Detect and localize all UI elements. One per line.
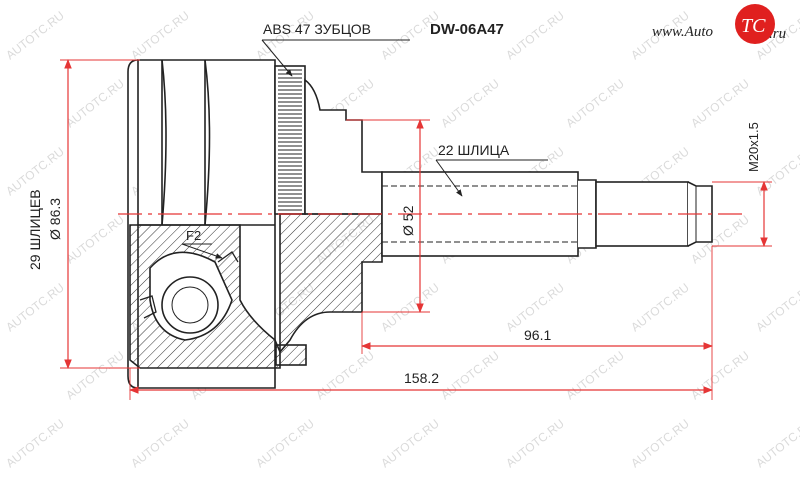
abs-ring xyxy=(274,65,306,215)
thread-label: M20x1.5 xyxy=(746,122,761,172)
watermark-text: AUTOTC.RU xyxy=(128,416,192,470)
watermark-text: AUTOTC.RU xyxy=(3,416,67,470)
watermark-text: AUTOTC.RU xyxy=(628,416,692,470)
watermark-text: AUTOTC.RU xyxy=(688,348,752,402)
outer-splines-label: 29 ШЛИЦЕВ xyxy=(27,189,43,270)
dimension-lines xyxy=(60,59,772,400)
watermark-text: AUTOTC.RU xyxy=(688,76,752,130)
watermark-text: AUTOTC.RU xyxy=(3,280,67,334)
detail-label-f2: F2 xyxy=(186,228,201,243)
outer-diameter-label: Ø 86.3 xyxy=(47,198,63,240)
watermark-text: AUTOTC.RU xyxy=(563,348,627,402)
shaft-splines-label: 22 ШЛИЦА xyxy=(438,142,510,158)
watermark-text: AUTOTC.RU xyxy=(563,76,627,130)
watermark-text: AUTOTC.RU xyxy=(438,348,502,402)
watermark-text: AUTOTC.RU xyxy=(378,416,442,470)
shaft-length-label: 96.1 xyxy=(524,327,551,343)
watermark-text: AUTOTC.RU xyxy=(753,280,800,334)
watermark-text: AUTOTC.RU xyxy=(628,280,692,334)
watermark-text: AUTOTC.RU xyxy=(128,8,192,62)
watermark-text: AUTOTC.RU xyxy=(313,348,377,402)
leader-lines xyxy=(181,39,548,259)
total-length-label: 158.2 xyxy=(404,370,439,386)
housing-neck xyxy=(275,78,383,366)
abs-teeth-label: ABS 47 ЗУБЦОВ xyxy=(263,21,371,37)
watermark-text: AUTOTC.RU xyxy=(253,416,317,470)
watermark-text: AUTOTC.RU xyxy=(503,416,567,470)
watermark-text: AUTOTC.RU xyxy=(63,348,127,402)
watermark-text: AUTOTC.RU xyxy=(438,76,502,130)
watermark-text: AUTOTC.RU xyxy=(503,8,567,62)
watermark-text: AUTOTC.RU xyxy=(63,212,127,266)
brand-logo: www.Auto TC .ru xyxy=(652,4,786,44)
watermark-text: AUTOTC.RU xyxy=(378,280,442,334)
watermark-text: AUTOTC.RU xyxy=(3,8,67,62)
housing-section-hatch xyxy=(129,224,281,369)
logo-prefix: www.Auto xyxy=(652,24,713,40)
watermark-text: AUTOTC.RU xyxy=(63,76,127,130)
logo-badge xyxy=(735,4,775,44)
watermark-text: AUTOTC.RU xyxy=(753,416,800,470)
logo-brand: TC xyxy=(741,15,766,37)
shaft-diameter-label: Ø 52 xyxy=(400,205,416,236)
part-number: DW-06A47 xyxy=(430,21,504,38)
logo-suffix: .ru xyxy=(769,26,786,42)
